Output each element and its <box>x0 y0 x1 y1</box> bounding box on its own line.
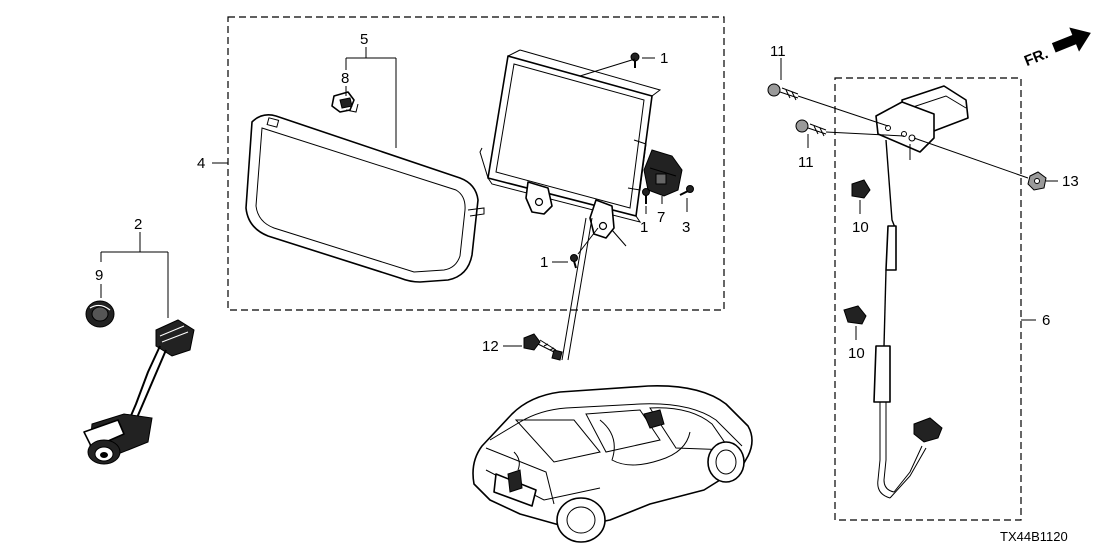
callout-11-bottom: 11 <box>798 154 814 171</box>
display-bezel-part[interactable] <box>245 114 485 283</box>
callout-3: 3 <box>682 219 690 236</box>
clip-10-bottom-part[interactable] <box>843 305 867 325</box>
front-arrow-icon <box>1051 27 1091 53</box>
screw-1-top-part[interactable] <box>630 52 640 68</box>
bolt-12-part[interactable] <box>523 333 563 361</box>
screw-11-bottom-part[interactable] <box>795 119 827 137</box>
callout-4: 4 <box>197 155 205 172</box>
clip-8-part[interactable] <box>331 91 359 113</box>
module-7-part[interactable] <box>643 149 683 197</box>
callout-9: 9 <box>95 267 103 284</box>
callout-7: 7 <box>657 209 665 226</box>
screw-11-top-part[interactable] <box>767 83 799 101</box>
callout-11-top: 11 <box>770 43 786 60</box>
clip-10-top-part[interactable] <box>851 179 871 199</box>
rear-camera-part[interactable] <box>83 319 195 465</box>
screw-1-bottom-part[interactable] <box>570 254 578 269</box>
callout-5: 5 <box>360 31 368 48</box>
direction-label: FR. <box>1022 45 1051 70</box>
callout-1-mid: 1 <box>640 219 648 236</box>
antenna-group-box <box>834 77 1022 521</box>
bezel-tab <box>266 117 280 128</box>
callout-12: 12 <box>482 338 499 355</box>
callout-13: 13 <box>1062 173 1079 190</box>
callout-8: 8 <box>341 70 349 87</box>
screw-3-part[interactable] <box>679 185 694 196</box>
screw-1-mid-part[interactable] <box>642 188 650 205</box>
callout-1-top: 1 <box>660 50 668 67</box>
callout-5-bracket <box>345 47 397 148</box>
vehicle-location-illustration <box>472 385 753 543</box>
callout-10-bottom: 10 <box>848 345 865 362</box>
display-unit-part[interactable] <box>479 49 662 247</box>
grommet-9-part[interactable] <box>85 300 115 328</box>
callout-6: 6 <box>1042 312 1050 329</box>
diagram-code: TX44B1120 <box>1000 529 1068 544</box>
callout-2: 2 <box>134 216 142 233</box>
front-direction-indicator: FR. <box>1022 27 1091 70</box>
antenna-unit-part[interactable] <box>875 85 969 160</box>
antenna-cable-part[interactable] <box>873 139 943 499</box>
callout-2-bracket <box>100 232 169 318</box>
callout-1-bottom: 1 <box>540 254 548 271</box>
nut-13-part[interactable] <box>1027 171 1047 191</box>
callout-10-top: 10 <box>852 219 869 236</box>
